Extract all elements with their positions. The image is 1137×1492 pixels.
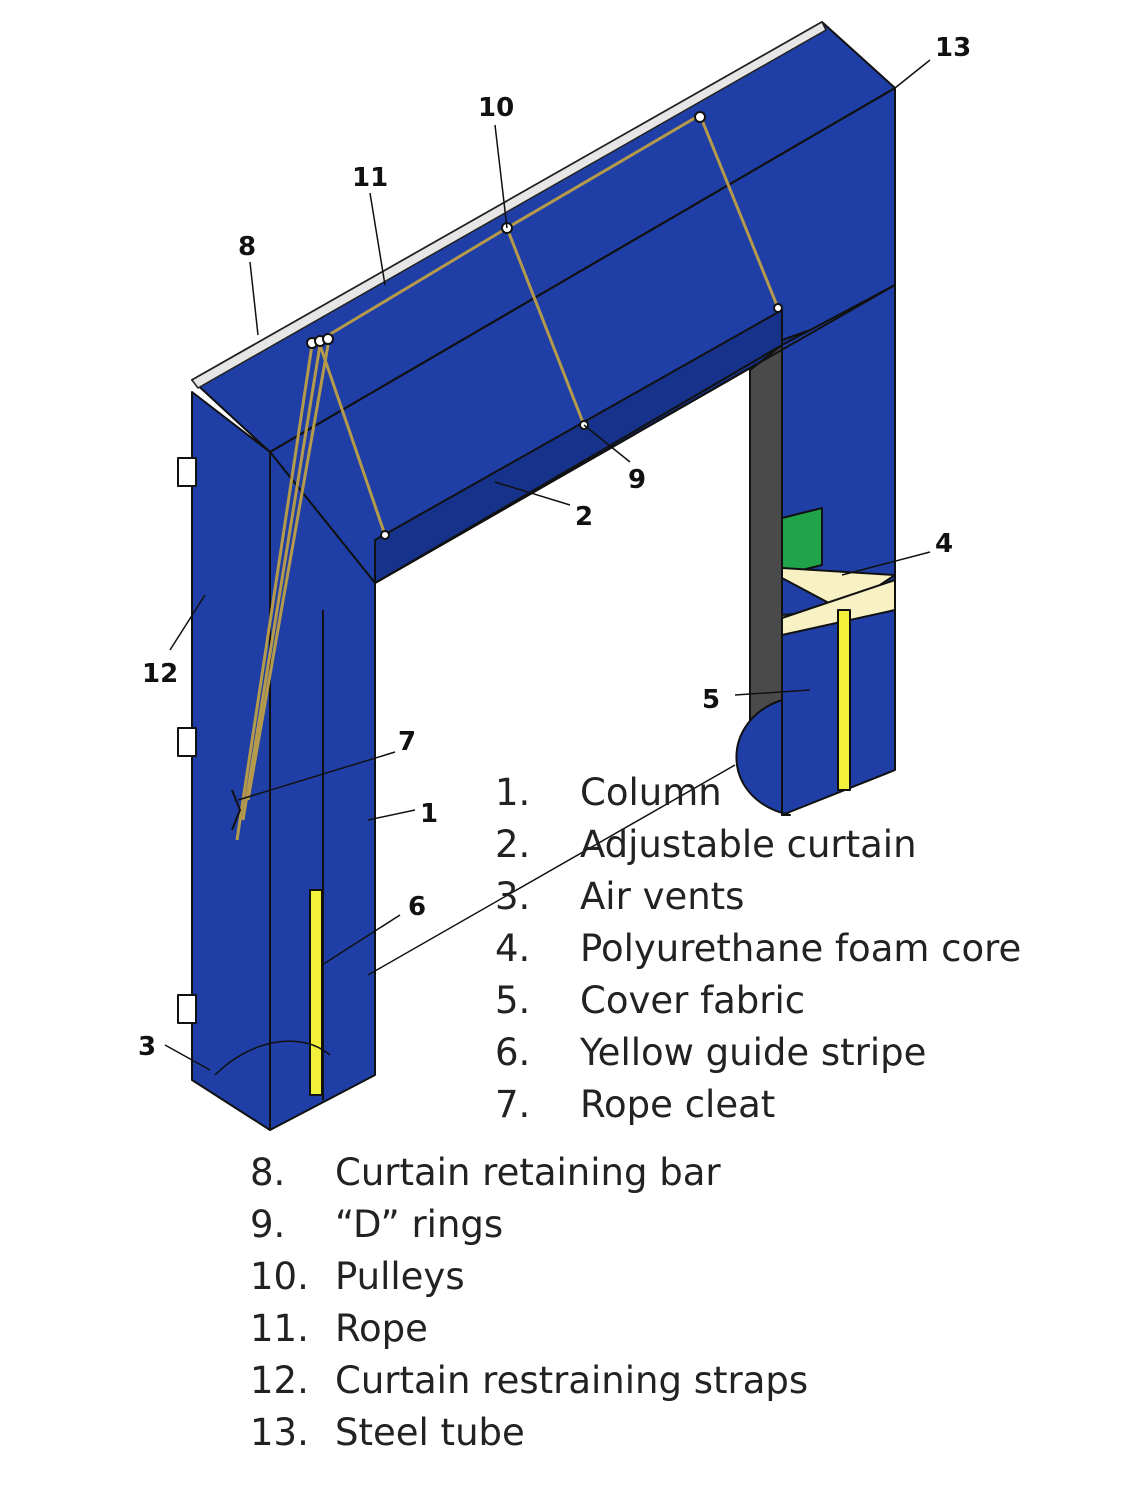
legend-num-13: 13. xyxy=(250,1411,309,1454)
callout-numbers: 1 2 3 4 5 6 7 8 9 10 11 12 13 xyxy=(138,33,971,1062)
leader-8 xyxy=(249,261,259,336)
legend-label-13: Steel tube xyxy=(335,1411,525,1454)
legend-label-1: Column xyxy=(580,771,722,814)
legend-label-8: Curtain retaining bar xyxy=(335,1151,721,1194)
legend-num-1: 1. xyxy=(495,771,530,814)
legend-num-7: 7. xyxy=(495,1083,530,1126)
leader-6b xyxy=(367,764,736,976)
leader-13 xyxy=(894,59,931,89)
right-column-front-face xyxy=(781,284,896,816)
legend-num-12: 12. xyxy=(250,1359,309,1402)
leader-2 xyxy=(494,481,571,506)
leader-9 xyxy=(583,424,631,463)
header-mid-line xyxy=(374,284,896,584)
d-rings xyxy=(380,303,783,540)
legend-num-6: 6. xyxy=(495,1031,530,1074)
foam-core-slab xyxy=(781,579,896,636)
foam-core-green xyxy=(781,507,823,576)
callout-11: 11 xyxy=(352,163,388,193)
pulley-5 xyxy=(694,111,706,123)
legend-label-9: “D” rings xyxy=(335,1203,503,1246)
legend-num-11: 11. xyxy=(250,1307,309,1350)
air-vents xyxy=(214,1040,331,1076)
callout-1: 1 xyxy=(420,799,438,829)
legend-num-2: 2. xyxy=(495,823,530,866)
restraining-strap-1 xyxy=(177,457,197,487)
yellow-guide-stripe-right xyxy=(837,609,851,791)
pulleys xyxy=(306,111,706,349)
leader-1 xyxy=(367,809,416,821)
restraining-strap-3 xyxy=(177,994,197,1024)
legend-num-3: 3. xyxy=(495,875,530,918)
legend-num-4: 4. xyxy=(495,927,530,970)
legend-label-3: Air vents xyxy=(580,875,744,918)
leader-12 xyxy=(169,594,206,651)
callout-7: 7 xyxy=(398,727,416,757)
legend-label-11: Rope xyxy=(335,1307,428,1350)
pulley-3 xyxy=(322,333,334,345)
cover-fabric-flap xyxy=(735,699,791,816)
leader-11 xyxy=(369,192,386,286)
yellow-guide-stripe-left xyxy=(309,889,323,1096)
legend-label-12: Curtain restraining straps xyxy=(335,1359,808,1402)
callout-12: 12 xyxy=(142,659,178,689)
legend-num-8: 8. xyxy=(250,1151,285,1194)
callout-6: 6 xyxy=(408,892,426,922)
restraining-strap-2 xyxy=(177,727,197,757)
leader-5 xyxy=(734,689,811,696)
legend-label-6: Yellow guide stripe xyxy=(579,1031,926,1074)
legend-label-7: Rope cleat xyxy=(580,1083,775,1126)
right-column-inner-core xyxy=(749,344,783,761)
callout-8: 8 xyxy=(238,232,256,262)
legend-num-5: 5. xyxy=(495,979,530,1022)
leader-4 xyxy=(841,551,931,576)
legend-num-9: 9. xyxy=(250,1203,285,1246)
leader-6 xyxy=(321,914,401,966)
legend-label-10: Pulleys xyxy=(335,1255,465,1298)
callout-4: 4 xyxy=(935,529,953,559)
curtain-retaining-bar xyxy=(191,21,827,389)
legend: 1. Column 2. Adjustable curtain 3. Air v… xyxy=(250,771,1021,1454)
legend-num-10: 10. xyxy=(250,1255,309,1298)
leader-3 xyxy=(164,1044,211,1071)
callout-5: 5 xyxy=(702,685,720,715)
header-divider xyxy=(269,87,896,453)
callout-10: 10 xyxy=(478,93,514,123)
legend-label-2: Adjustable curtain xyxy=(580,823,917,866)
callout-3: 3 xyxy=(138,1032,156,1062)
leader-10 xyxy=(494,124,508,229)
callout-2: 2 xyxy=(575,502,593,532)
callout-13: 13 xyxy=(935,33,971,63)
legend-label-4: Polyurethane foam core xyxy=(580,927,1021,970)
leader-7 xyxy=(237,751,396,801)
left-column-side-face xyxy=(191,391,271,1131)
callout-9: 9 xyxy=(628,465,646,495)
leader-lines xyxy=(164,59,931,1071)
legend-label-5: Cover fabric xyxy=(580,979,805,1022)
rope-cleat xyxy=(231,789,242,831)
